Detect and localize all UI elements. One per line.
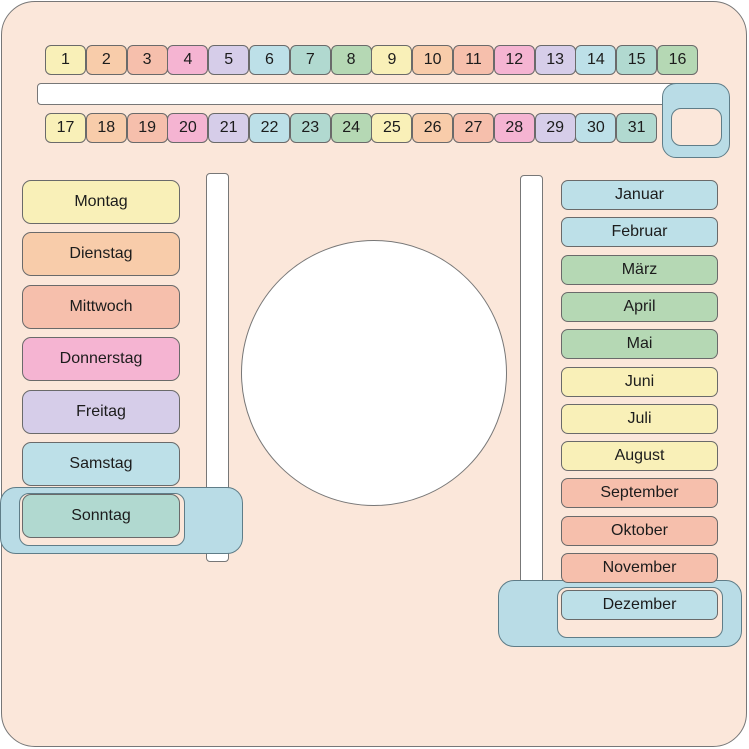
date-tile-15[interactable]: 15	[616, 45, 658, 75]
weekday-tile-dienstag[interactable]: Dienstag	[22, 232, 180, 277]
date-tile-9[interactable]: 9	[371, 45, 413, 75]
date-slider-window	[671, 108, 722, 146]
weekday-tile-mittwoch[interactable]: Mittwoch	[22, 284, 180, 329]
weekday-track	[206, 173, 229, 562]
date-tile-3[interactable]: 3	[126, 45, 168, 75]
date-tile-5[interactable]: 5	[208, 45, 250, 75]
month-tile-januar[interactable]: Januar	[561, 180, 718, 210]
date-tile-10[interactable]: 10	[412, 45, 454, 75]
date-tile-4[interactable]: 4	[167, 45, 209, 75]
date-tile-31[interactable]: 31	[616, 113, 658, 143]
date-tile-25[interactable]: 25	[371, 113, 413, 143]
date-tile-16[interactable]: 16	[657, 45, 698, 75]
month-track	[520, 175, 543, 595]
weekday-tile-freitag[interactable]: Freitag	[22, 389, 180, 434]
month-tile-märz[interactable]: März	[561, 254, 718, 285]
center-circle	[241, 240, 507, 506]
date-tile-23[interactable]: 23	[289, 113, 331, 143]
month-tile-februar[interactable]: Februar	[561, 217, 718, 248]
date-track	[37, 83, 702, 105]
date-tile-18[interactable]: 18	[85, 113, 127, 143]
month-tile-november[interactable]: November	[561, 553, 718, 583]
date-tile-22[interactable]: 22	[249, 113, 290, 143]
date-tile-29[interactable]: 29	[534, 113, 576, 143]
date-tile-19[interactable]: 19	[126, 113, 168, 143]
date-tile-17[interactable]: 17	[45, 113, 86, 143]
date-tile-7[interactable]: 7	[289, 45, 331, 75]
date-tile-27[interactable]: 27	[453, 113, 494, 143]
month-tile-juli[interactable]: Juli	[561, 403, 718, 434]
date-tile-13[interactable]: 13	[534, 45, 576, 75]
date-tile-12[interactable]: 12	[493, 45, 535, 75]
month-tile-dezember[interactable]: Dezember	[561, 590, 718, 621]
month-tile-oktober[interactable]: Oktober	[561, 515, 718, 546]
date-tile-8[interactable]: 8	[330, 45, 372, 75]
date-tile-14[interactable]: 14	[575, 45, 617, 75]
date-tile-26[interactable]: 26	[412, 113, 454, 143]
date-tile-6[interactable]: 6	[249, 45, 290, 75]
weekday-tile-sonntag[interactable]: Sonntag	[22, 494, 180, 539]
month-tile-september[interactable]: September	[561, 478, 718, 509]
month-tile-juni[interactable]: Juni	[561, 366, 718, 397]
date-tile-24[interactable]: 24	[330, 113, 372, 143]
date-tile-30[interactable]: 30	[575, 113, 617, 143]
weekday-tile-montag[interactable]: Montag	[22, 180, 180, 224]
month-tile-april[interactable]: April	[561, 291, 718, 322]
month-tile-august[interactable]: August	[561, 441, 718, 472]
month-tile-mai[interactable]: Mai	[561, 329, 718, 360]
date-tile-11[interactable]: 11	[453, 45, 494, 75]
date-tile-21[interactable]: 21	[208, 113, 250, 143]
date-tile-1[interactable]: 1	[45, 45, 86, 75]
weekday-tile-donnerstag[interactable]: Donnerstag	[22, 337, 180, 382]
date-tile-2[interactable]: 2	[85, 45, 127, 75]
date-tile-28[interactable]: 28	[493, 113, 535, 143]
weekday-tile-samstag[interactable]: Samstag	[22, 442, 180, 486]
date-tile-20[interactable]: 20	[167, 113, 209, 143]
